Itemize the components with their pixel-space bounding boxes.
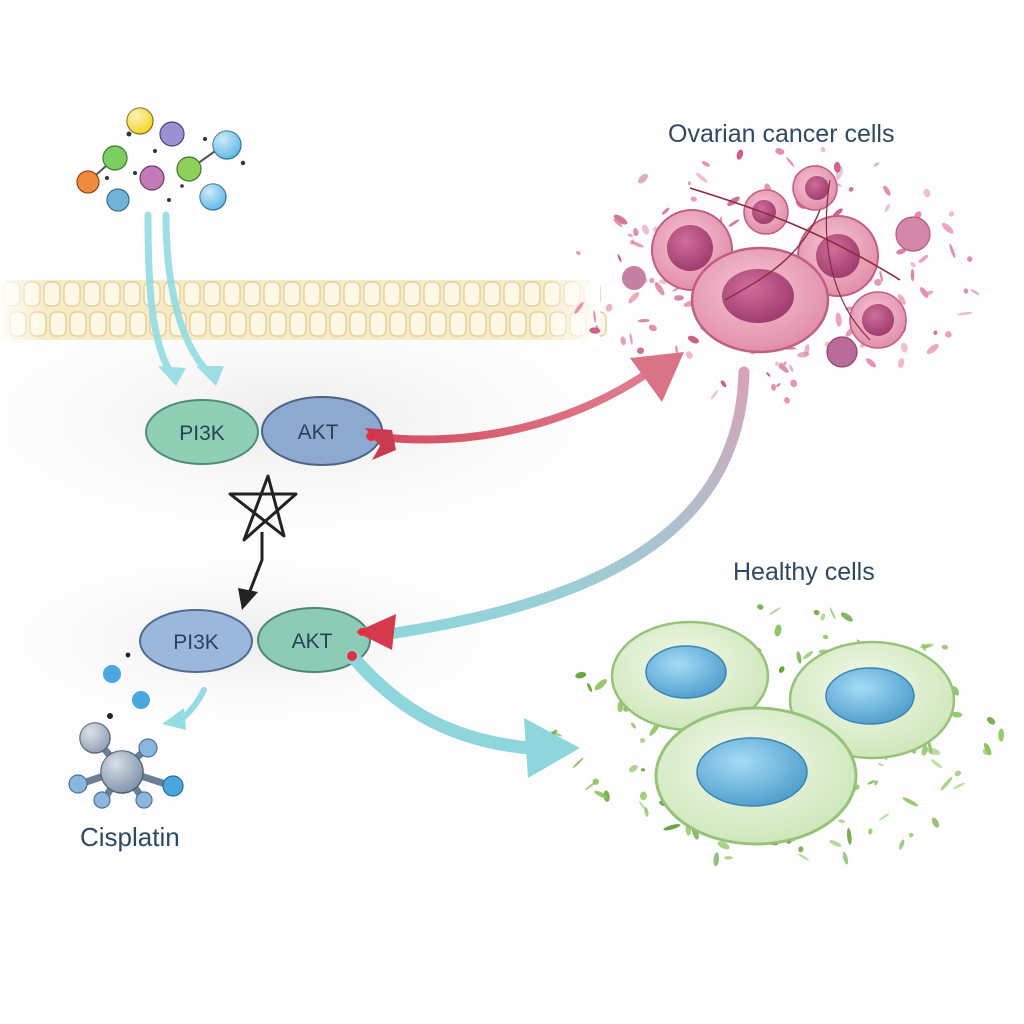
inhibition-star-icon — [228, 474, 298, 610]
akt-bottom-label: AKT — [292, 630, 333, 653]
pi3k-top-node: PI3K — [145, 399, 259, 465]
cisplatin-arrow — [162, 687, 207, 730]
activation-arrow-to-cancer — [365, 352, 684, 460]
arrow-to-healthy-cells — [345, 649, 580, 778]
akt-top-node: AKT — [261, 396, 383, 466]
pi3k-bottom-label: PI3K — [173, 631, 219, 654]
akt-bottom-node: AKT — [257, 607, 371, 673]
pi3k-bottom-node: PI3K — [139, 609, 253, 673]
akt-top-label: AKT — [298, 421, 339, 444]
cisplatin-molecule-icon — [68, 652, 184, 809]
feedback-arrow-from-cancer — [356, 366, 750, 650]
healthy-cells-label: Healthy cells — [733, 558, 875, 586]
pi3k-top-label: PI3K — [179, 422, 225, 445]
healthy-cells-illustration — [550, 604, 1005, 867]
cell-membrane — [0, 272, 607, 348]
cisplatin-label: Cisplatin — [80, 822, 180, 852]
signal-molecule-cluster-icon — [76, 107, 246, 212]
receptor-entry-arrows — [144, 211, 224, 386]
ovarian-cancer-cells-illustration — [574, 146, 980, 404]
ovarian-cancer-cells-label: Ovarian cancer cells — [668, 120, 895, 148]
